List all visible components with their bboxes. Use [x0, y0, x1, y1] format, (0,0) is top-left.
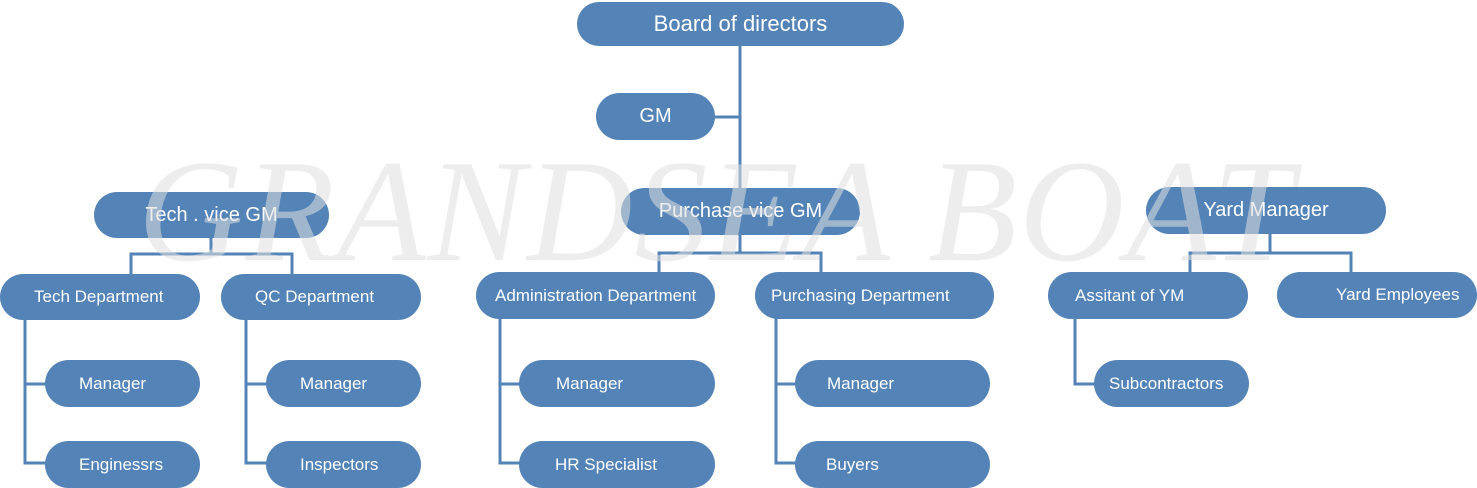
node-label: Purchasing Department [771, 285, 950, 305]
node-tech-manager[interactable]: Manager [45, 360, 200, 407]
node-label: Manager [79, 373, 147, 393]
node-tech-engineers[interactable]: Enginessrs [45, 441, 200, 488]
node-tech-vice-gm[interactable]: Tech . vice GM [94, 192, 329, 238]
node-label: Yard Employees [1336, 285, 1460, 304]
node-admin-manager[interactable]: Manager [519, 360, 715, 407]
node-purchase-vice-gm[interactable]: Purchase vice GM [621, 188, 860, 235]
node-qc-inspectors[interactable]: Inspectors [266, 441, 421, 488]
node-label: Buyers [826, 454, 879, 474]
node-label: Administration Department [495, 285, 697, 305]
node-label: Manager [300, 373, 368, 393]
node-qc-manager[interactable]: Manager [266, 360, 421, 407]
node-label: Yard Manager [1203, 199, 1329, 221]
node-label: Assitant of YM [1075, 285, 1185, 305]
node-assistant-of-ym[interactable]: Assitant of YM [1048, 272, 1248, 319]
node-label: Tech Department [34, 287, 164, 306]
node-subcontractors[interactable]: Subcontractors [1094, 360, 1249, 407]
node-purchasing-manager[interactable]: Manager [795, 360, 990, 407]
node-label: GM [639, 105, 672, 127]
node-label: Manager [827, 373, 895, 393]
node-board-of-directors[interactable]: Board of directors [577, 2, 904, 46]
node-label: Enginessrs [79, 454, 164, 474]
node-label: HR Specialist [555, 454, 658, 474]
node-qc-department[interactable]: QC Department [221, 274, 421, 320]
node-gm[interactable]: GM [596, 93, 715, 140]
node-hr-specialist[interactable]: HR Specialist [519, 441, 715, 488]
node-label: Subcontractors [1109, 373, 1224, 393]
node-label: Purchase vice GM [658, 200, 823, 222]
node-label: Board of directors [653, 11, 828, 36]
node-label: Inspectors [300, 454, 379, 474]
node-buyers[interactable]: Buyers [795, 441, 990, 488]
node-purchasing-department[interactable]: Purchasing Department [755, 272, 994, 319]
node-tech-department[interactable]: Tech Department [0, 274, 200, 320]
node-label: Tech . vice GM [145, 203, 278, 226]
node-label: Manager [556, 373, 624, 393]
node-yard-employees[interactable]: Yard Employees [1277, 272, 1477, 318]
node-yard-manager[interactable]: Yard Manager [1146, 187, 1386, 234]
node-administration-department[interactable]: Administration Department [476, 272, 715, 319]
node-label: QC Department [255, 287, 375, 306]
